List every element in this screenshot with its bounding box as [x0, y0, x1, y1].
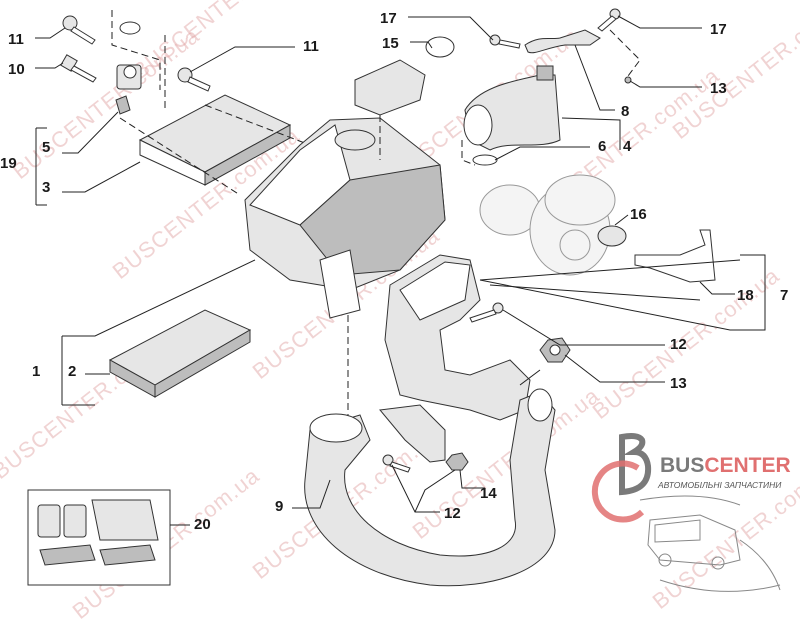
mass-air-flow-sensor-15 — [354, 36, 455, 116]
screw-11-top-right — [177, 67, 211, 92]
callout-8: 8 — [621, 103, 629, 120]
guide-line — [111, 10, 161, 90]
callout-13: 13 — [670, 375, 687, 392]
callout-labels: 11 10 11 17 15 17 13 8 5 6 4 19 3 16 18 … — [0, 10, 788, 533]
bolt-17-left — [489, 34, 521, 49]
pipe-18 — [634, 229, 716, 283]
logo-b-mark — [619, 433, 652, 496]
callout-5: 5 — [42, 139, 50, 156]
callout-18: 18 — [737, 287, 754, 304]
logo-c-mark — [591, 460, 645, 523]
callout-6: 6 — [598, 138, 606, 155]
callout-12: 12 — [670, 336, 687, 353]
pipe-8 — [524, 29, 601, 54]
callout-14: 14 — [480, 485, 497, 502]
callout-4: 4 — [623, 138, 632, 155]
callout-20: 20 — [194, 516, 211, 533]
guide-line — [461, 140, 476, 166]
cap-16 — [597, 225, 627, 247]
guide-line — [609, 29, 641, 81]
bolt-12-bottom — [382, 454, 411, 473]
air-filter-element-2 — [108, 309, 252, 398]
callout-1: 1 — [32, 363, 40, 380]
guide-line — [119, 117, 241, 196]
watermark: BUSCENTER.com.ua — [128, 0, 325, 84]
air-duct-9 — [304, 388, 556, 587]
bolt-10 — [60, 54, 97, 83]
callout-11: 11 — [8, 31, 24, 48]
bracket-lower — [379, 404, 446, 463]
screw-17-right — [597, 8, 621, 32]
callout-15: 15 — [382, 35, 399, 52]
callout-13: 13 — [710, 80, 727, 97]
filter-kit-20-box — [27, 489, 171, 586]
callout-17: 17 — [710, 21, 727, 38]
air-duct-bracket — [384, 254, 531, 421]
callout-7: 7 — [780, 287, 788, 304]
callout-2: 2 — [68, 363, 76, 380]
logo-tagline: АВТОМОБІЛЬНІ ЗАПЧАСТИНИ — [657, 480, 782, 490]
cabin-filter-3 — [138, 94, 292, 186]
intake-hose-4 — [463, 65, 561, 151]
nut-13-small — [624, 76, 632, 84]
callout-16: 16 — [630, 206, 647, 223]
callout-10: 10 — [8, 61, 25, 78]
leader-lines — [35, 15, 766, 526]
bolt-12-top — [469, 302, 504, 323]
nut-13-large — [539, 337, 571, 363]
callout-12: 12 — [444, 505, 461, 522]
turbocharger-reference — [479, 174, 616, 276]
callout-9: 9 — [275, 498, 283, 515]
watermark: BUSCENTER.com.ua — [668, 0, 800, 144]
seal-6 — [472, 154, 498, 166]
callout-11: 11 — [303, 38, 319, 55]
guide-line — [204, 104, 311, 146]
callout-19: 19 — [0, 155, 17, 172]
nut-14 — [445, 452, 469, 471]
van-sketch — [639, 495, 781, 592]
callout-17: 17 — [380, 10, 397, 27]
clip-and-sensor — [115, 21, 142, 115]
logo-wordmark: BUSCENTER — [660, 454, 791, 477]
buscenter-logo: BUSCENTER АВТОМОБІЛЬНІ ЗАПЧАСТИНИ — [591, 433, 791, 592]
screw-11-top-left — [62, 15, 96, 45]
air-filter-housing — [244, 117, 446, 319]
callout-3: 3 — [42, 179, 50, 196]
